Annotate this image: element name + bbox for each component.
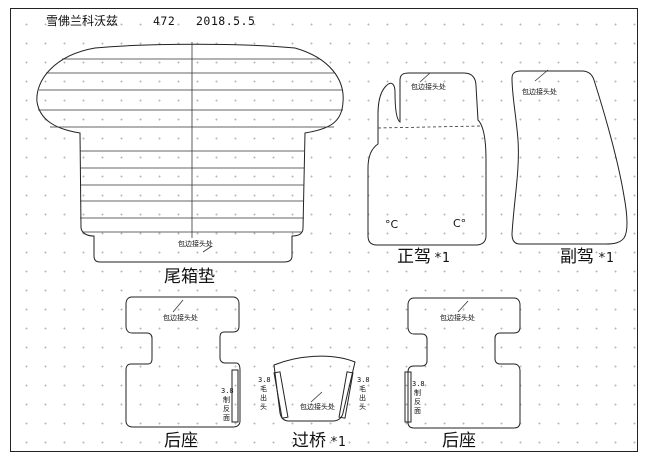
- drawing-frame: [10, 8, 638, 452]
- passenger-mat: 包边接头处 副驾 *1: [511, 69, 628, 267]
- bridge-mat-left-note-4: 头: [260, 402, 267, 411]
- passenger-mat-qty: *1: [598, 251, 614, 266]
- driver-mat-qty: *1: [434, 251, 450, 266]
- rear-left-mat-side-note-3: 反: [223, 404, 230, 413]
- bridge-mat-left-note-1: 3.8: [258, 376, 271, 384]
- bridge-mat-right-strip: [338, 371, 354, 419]
- bridge-mat-left-note-2: 毛: [260, 384, 267, 393]
- rear-left-mat-side-note-4: 面: [223, 414, 230, 422]
- passenger-mat-label: 副驾: [560, 247, 594, 267]
- rear-right-mat-side-note-3: 反: [414, 397, 421, 406]
- seam-arrow: [457, 300, 469, 313]
- rear-left-mat-side-note-2: 制: [223, 395, 230, 404]
- bridge-mat-right-note-4: 头: [359, 402, 366, 411]
- bridge-mat-right-note-2: 毛: [359, 384, 366, 393]
- bridge-mat-right-note-1: 3.8: [357, 376, 370, 384]
- trunk-mat-outline: [36, 43, 344, 263]
- rear-left-mat-label: 后座: [164, 431, 198, 451]
- bridge-mat-left-note-3: 出: [260, 393, 267, 402]
- driver-mat: 包边接头处 °C C° 正驾 *1: [367, 72, 487, 267]
- seam-arrow: [310, 391, 323, 403]
- rear-right-mat-side-note-2: 制: [414, 388, 421, 397]
- rear-right-mat-outline: [407, 297, 521, 429]
- trunk-mat-label: 尾箱垫: [164, 267, 215, 287]
- trunk-mat-seam-note: 包边接头处: [178, 239, 213, 248]
- rear-left-mat: 包边接头处 3.8 制 反 面 后座: [125, 296, 241, 451]
- driver-mat-seam-note: 包边接头处: [411, 82, 446, 91]
- passenger-mat-seam-note: 包边接头处: [522, 87, 557, 96]
- driver-mat-label: 正驾: [397, 247, 431, 267]
- driver-mat-clip-right: C°: [453, 217, 466, 230]
- model-code: 472: [153, 14, 175, 28]
- bridge-mat-label: 过桥: [292, 431, 326, 451]
- driver-mat-clip-left: °C: [385, 218, 399, 231]
- rear-right-mat-seam-note: 包边接头处: [440, 313, 475, 322]
- drawing-date: 2018.5.5: [196, 14, 255, 28]
- rear-right-mat-side-note-4: 面: [414, 407, 421, 415]
- seam-arrow: [172, 299, 184, 313]
- rear-right-mat-label: 后座: [442, 431, 476, 451]
- rear-left-mat-seam-note: 包边接头处: [163, 313, 198, 322]
- brand-title: 雪佛兰科沃兹: [46, 14, 118, 28]
- rear-right-mat-side-note-1: 3.8: [412, 380, 425, 388]
- passenger-mat-outline: [511, 70, 628, 245]
- rear-left-mat-outline: [125, 296, 241, 428]
- rear-right-mat-edge-strip: [404, 371, 412, 423]
- driver-mat-outline: [367, 72, 487, 246]
- rear-left-mat-side-note-1: 3.8: [221, 387, 234, 395]
- bridge-mat-qty: *1: [330, 435, 346, 450]
- driver-mat-fold-line: [377, 125, 481, 129]
- bridge-mat-outline: [273, 355, 356, 422]
- trunk-mat: 包边接头处 尾箱垫: [36, 42, 344, 287]
- rear-left-mat-edge-strip: [231, 369, 239, 423]
- bridge-mat-seam-note: 包边接头处: [300, 402, 335, 411]
- bridge-mat-right-note-3: 出: [359, 393, 366, 402]
- bridge-mat-left-strip: [273, 371, 289, 419]
- seam-arrow: [419, 72, 431, 83]
- seam-arrow: [202, 245, 213, 253]
- seam-arrow: [534, 69, 549, 82]
- rear-right-mat: 包边接头处 3.8 制 反 面 后座: [404, 297, 521, 451]
- bridge-mat: 包边接头处 3.8 毛 出 头 3.8 毛 出 头 过桥 *1: [258, 355, 370, 451]
